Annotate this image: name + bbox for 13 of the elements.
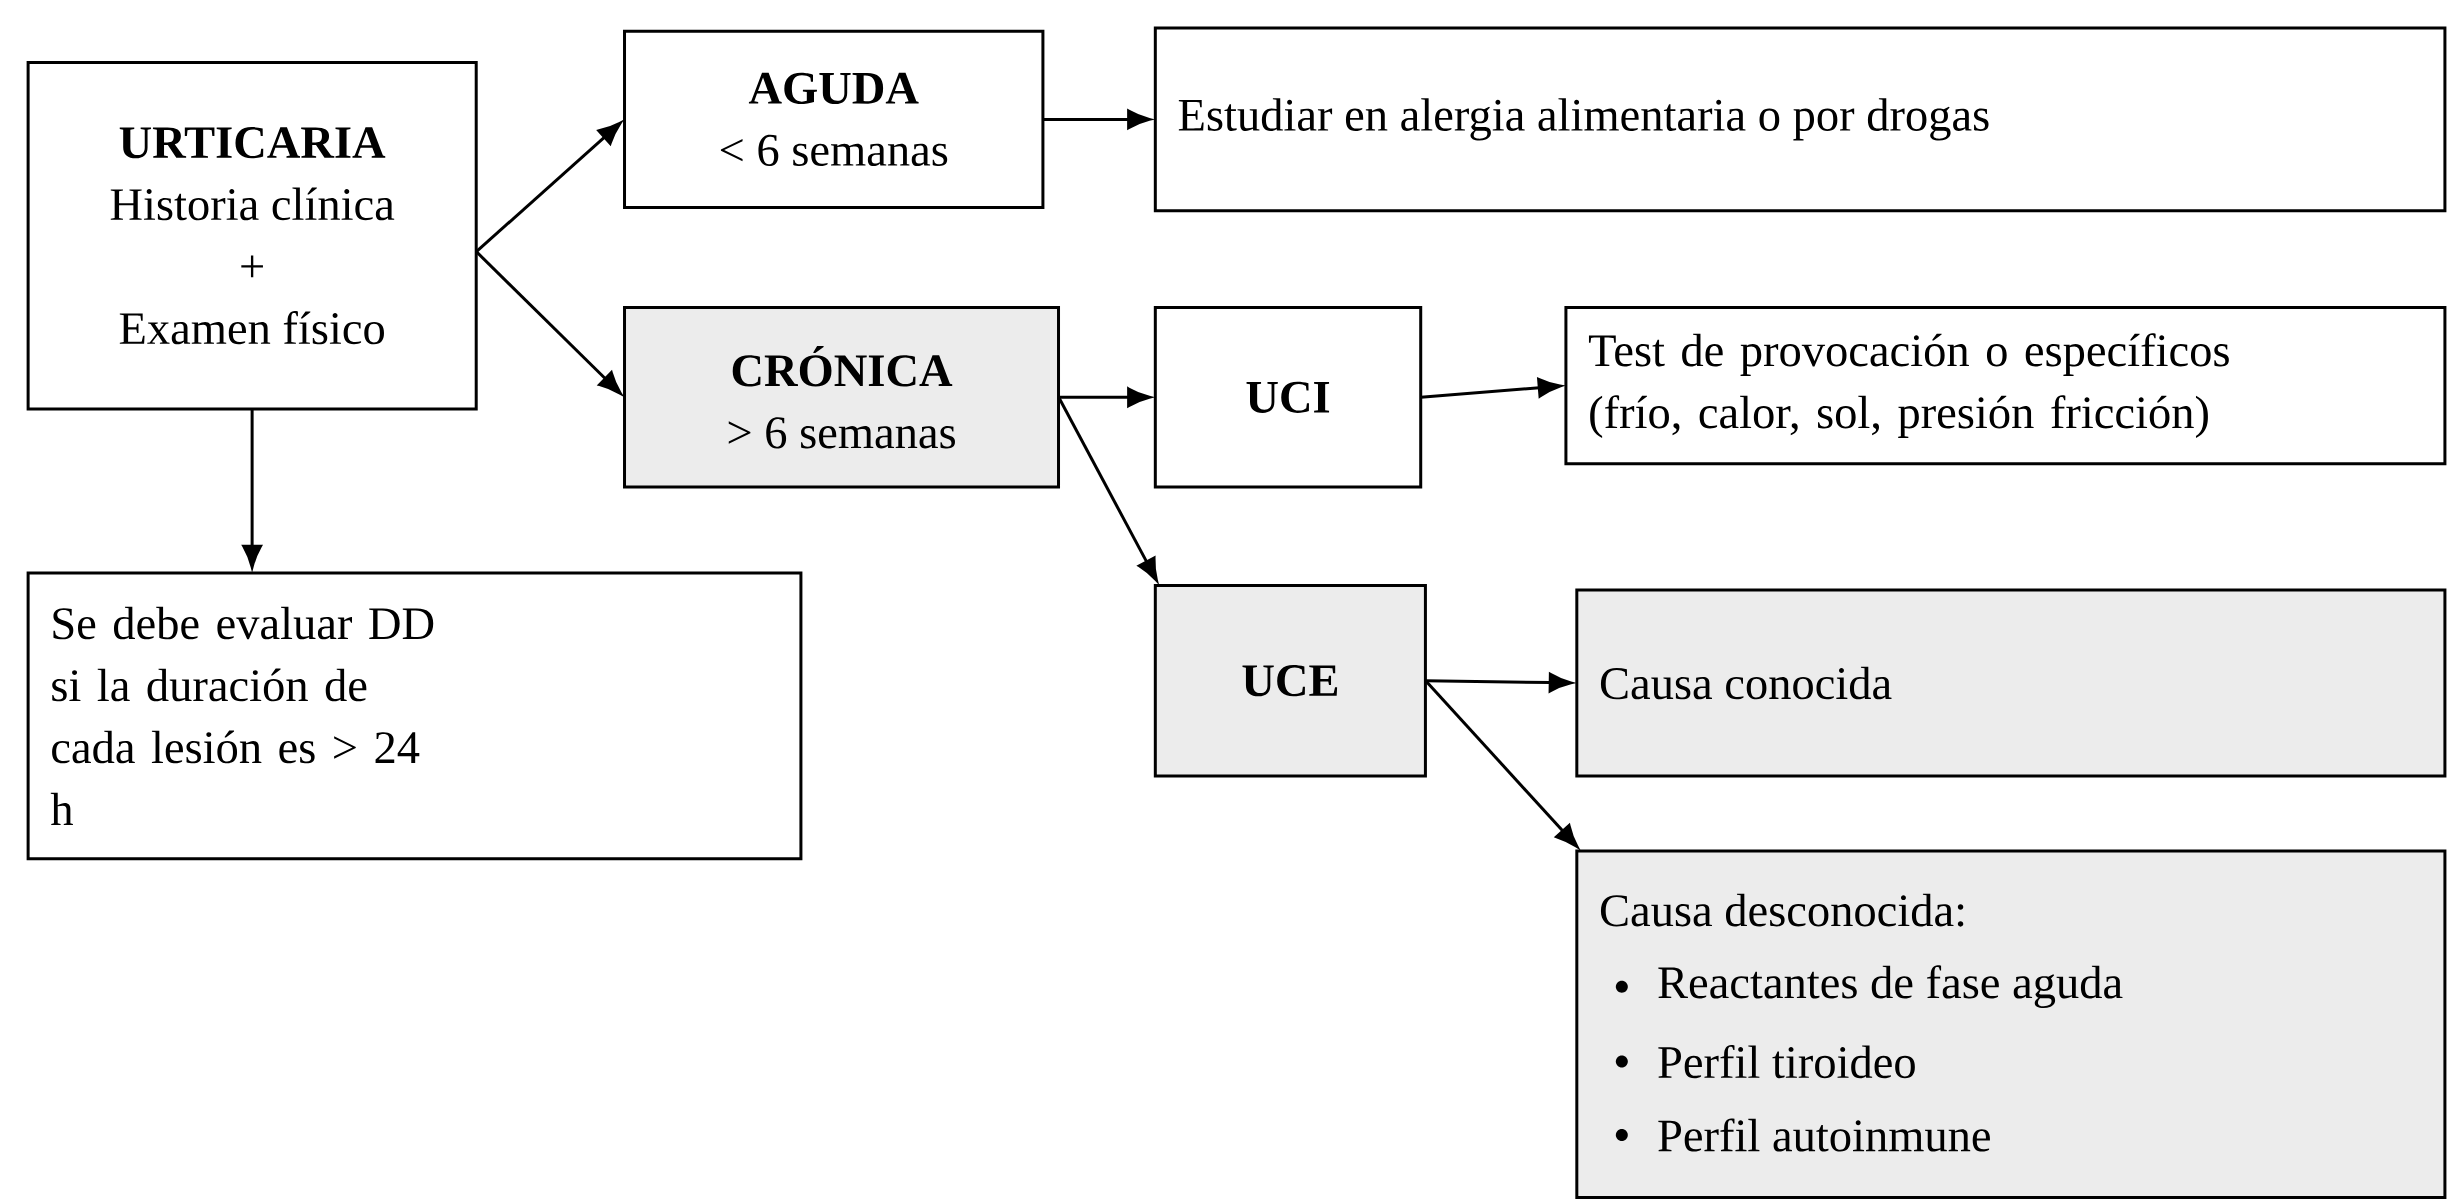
process-box: CRÓNICA > 6 semanas	[623, 306, 1060, 489]
text-box: Test de provocación o específicos (frío, calor, sol, presión fricción)	[1564, 306, 2447, 466]
text-box: Causa conocida	[1575, 588, 2447, 778]
arrow	[475, 250, 622, 395]
process-box: URTICARIA Historia clínica + Examen físico	[26, 60, 478, 411]
text-box: Causa desconocida: Reactantes de fase aguda Perfil tiroideo Perfil autoinmune	[1575, 849, 2447, 1199]
process-box: UCI	[1153, 306, 1423, 489]
process-box: AGUDA < 6 semanas	[623, 29, 1045, 210]
text-box: Se debe evaluar DD si la duración de cada lesión es > 24 h	[26, 571, 803, 861]
arrow	[475, 121, 622, 253]
process-box: UCE	[1153, 584, 1427, 778]
text-box: Estudiar en alergia alimentaria o por drogas	[1153, 26, 2447, 213]
arrow	[242, 409, 262, 569]
